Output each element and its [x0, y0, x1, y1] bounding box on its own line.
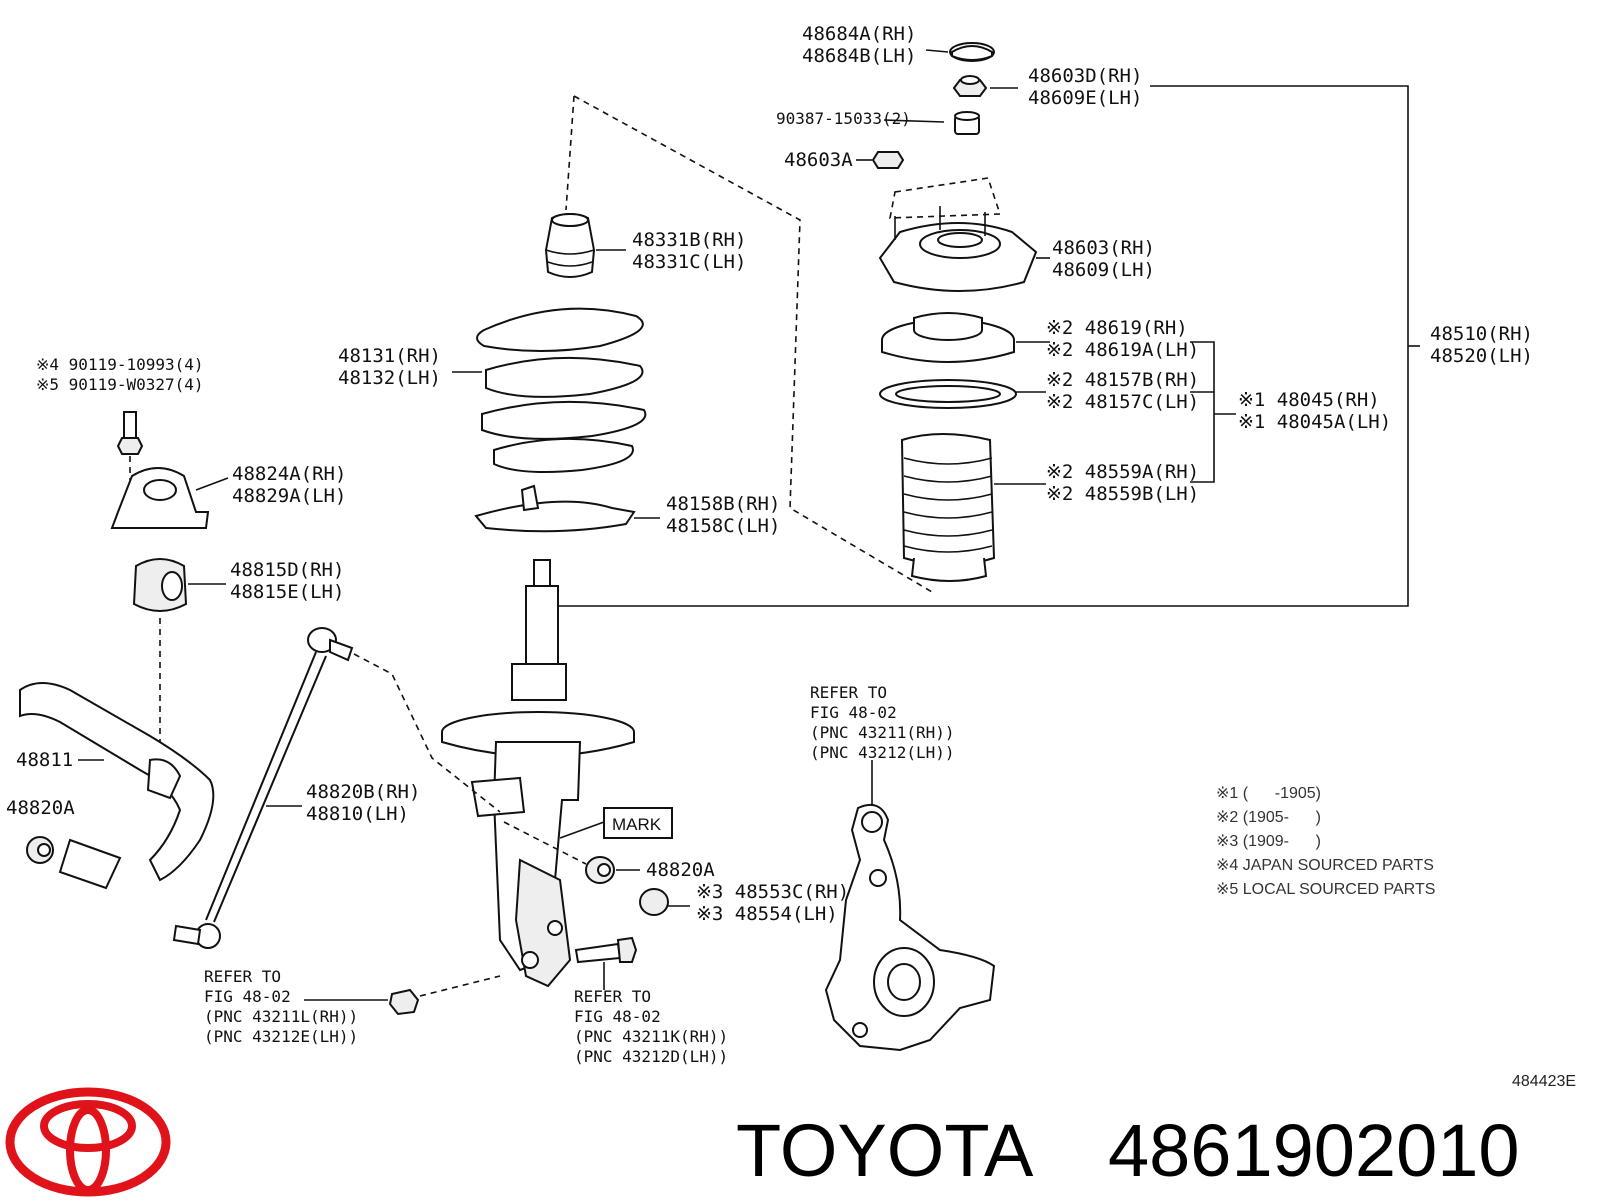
refer-knuckle-line: FIG 48-02: [810, 703, 897, 722]
refer-knuckle-line: (PNC 43211(RH)): [810, 723, 955, 742]
mount-nut: [871, 151, 905, 169]
shock-absorber-boot: [900, 433, 996, 582]
label-48824a: 48824A(RH): [232, 463, 346, 485]
coil-spring: [476, 307, 647, 473]
diagram-code: 484423E: [1512, 1073, 1576, 1090]
label-48559a: ※2 48559A(RH): [1046, 461, 1199, 483]
label-48331c: 48331C(LH): [632, 251, 746, 273]
label-90119a: ※4 90119-10993(4): [36, 355, 204, 374]
label-48684a: 48684A(RH): [802, 23, 916, 45]
mark-label: MARK: [612, 815, 662, 834]
label-48619a: ※2 48619A(LH): [1046, 339, 1199, 361]
label-48684b: 48684B(LH): [802, 45, 916, 67]
refer-link-line: REFER TO: [204, 967, 281, 986]
refer-bolt-line: (PNC 43212D(LH)): [574, 1047, 728, 1066]
footnote: ※2 (1905- ): [1216, 809, 1321, 826]
stabilizer-nut-mid: [585, 856, 615, 884]
label-48553c: ※3 48553C(RH): [696, 881, 849, 903]
label-48559b: ※2 48559B(LH): [1046, 483, 1199, 505]
mark-callout: MARK: [559, 807, 673, 839]
footnote: ※3 (1909- ): [1216, 833, 1321, 850]
collar-bush: [954, 111, 980, 135]
suspension-support-mount: [878, 177, 1038, 292]
label-48603a: 48603A: [784, 149, 853, 171]
label-48045a: ※1 48045A(LH): [1238, 411, 1391, 433]
stabilizer-nut-left: [26, 836, 54, 864]
label-48609e: 48609E(LH): [1028, 87, 1142, 109]
toyota-logo: [5, 1087, 171, 1197]
bump-stopper: [544, 213, 596, 278]
label-48810: 48810(LH): [306, 803, 409, 825]
footnote: ※5 LOCAL SOURCED PARTS: [1216, 881, 1435, 898]
label-48820a-mid: 48820A: [646, 859, 715, 881]
refer-link-line: (PNC 43212E(LH)): [204, 1027, 358, 1046]
part-number: 4861902010: [1108, 1109, 1520, 1192]
stabilizer-bar: [19, 682, 215, 890]
label-48045: ※1 48045(RH): [1238, 389, 1380, 411]
camber-bolt: [574, 936, 638, 964]
refer-bolt-line: (PNC 43211K(RH)): [574, 1027, 728, 1046]
label-48603d: 48603D(RH): [1028, 65, 1142, 87]
support-bearing: [879, 379, 1017, 409]
camber-nut: [639, 888, 669, 916]
label-48609: 48609(LH): [1052, 259, 1155, 281]
upper-nut: [952, 75, 988, 97]
refer-link: REFER TO FIG 48-02 (PNC 43211L(RH)) (PNC…: [204, 967, 358, 1046]
brand-name: TOYOTA: [736, 1109, 1034, 1192]
label-48811: 48811: [16, 749, 73, 771]
footnote: ※1 ( -1905): [1216, 785, 1321, 802]
refer-bolt-line: REFER TO: [574, 987, 651, 1006]
refer-knuckle-line: REFER TO: [810, 683, 887, 702]
label-48132: 48132(LH): [338, 367, 441, 389]
label-48520: 48520(LH): [1430, 345, 1533, 367]
label-48331b: 48331B(RH): [632, 229, 746, 251]
label-90387: 90387-15033(2): [776, 109, 911, 128]
label-48131: 48131(RH): [338, 345, 441, 367]
lower-nut: [388, 988, 420, 1016]
steering-knuckle: [824, 804, 996, 1052]
upper-dust-cap: [949, 42, 995, 62]
label-48815d: 48815D(RH): [230, 559, 344, 581]
label-48157c: ※2 48157C(LH): [1046, 391, 1199, 413]
refer-knuckle-line: (PNC 43212(LH)): [810, 743, 955, 762]
refer-bolt: REFER TO FIG 48-02 (PNC 43211K(RH)) (PNC…: [574, 987, 728, 1066]
lower-spring-insulator: [474, 484, 636, 533]
shock-absorber-strut: [441, 559, 635, 988]
label-48820b: 48820B(RH): [306, 781, 420, 803]
stabilizer-link: [172, 627, 354, 949]
upper-spring-seat: [881, 312, 1015, 363]
label-48820a-left: 48820A: [6, 797, 75, 819]
refer-link-line: FIG 48-02: [204, 987, 291, 1006]
label-48815e: 48815E(LH): [230, 581, 344, 603]
label-48510: 48510(RH): [1430, 323, 1533, 345]
label-48603: 48603(RH): [1052, 237, 1155, 259]
label-90119b: ※5 90119-W0327(4): [36, 375, 204, 394]
footnotes: ※1 ( -1905) ※2 (1905- ) ※3 (1909- ) ※4 J…: [1216, 785, 1435, 898]
stabilizer-bushing: [132, 558, 188, 612]
label-48157b: ※2 48157B(RH): [1046, 369, 1199, 391]
label-48158b: 48158B(RH): [666, 493, 780, 515]
refer-knuckle: REFER TO FIG 48-02 (PNC 43211(RH)) (PNC …: [810, 683, 955, 762]
label-48158c: 48158C(LH): [666, 515, 780, 537]
refer-bolt-line: FIG 48-02: [574, 1007, 661, 1026]
label-48554: ※3 48554(LH): [696, 903, 838, 925]
refer-link-line: (PNC 43211L(RH)): [204, 1007, 358, 1026]
stabilizer-bracket: [110, 467, 210, 529]
label-48619: ※2 48619(RH): [1046, 317, 1188, 339]
bolt: [116, 411, 144, 455]
label-48829a: 48829A(LH): [232, 485, 346, 507]
footnote: ※4 JAPAN SOURCED PARTS: [1216, 857, 1434, 874]
